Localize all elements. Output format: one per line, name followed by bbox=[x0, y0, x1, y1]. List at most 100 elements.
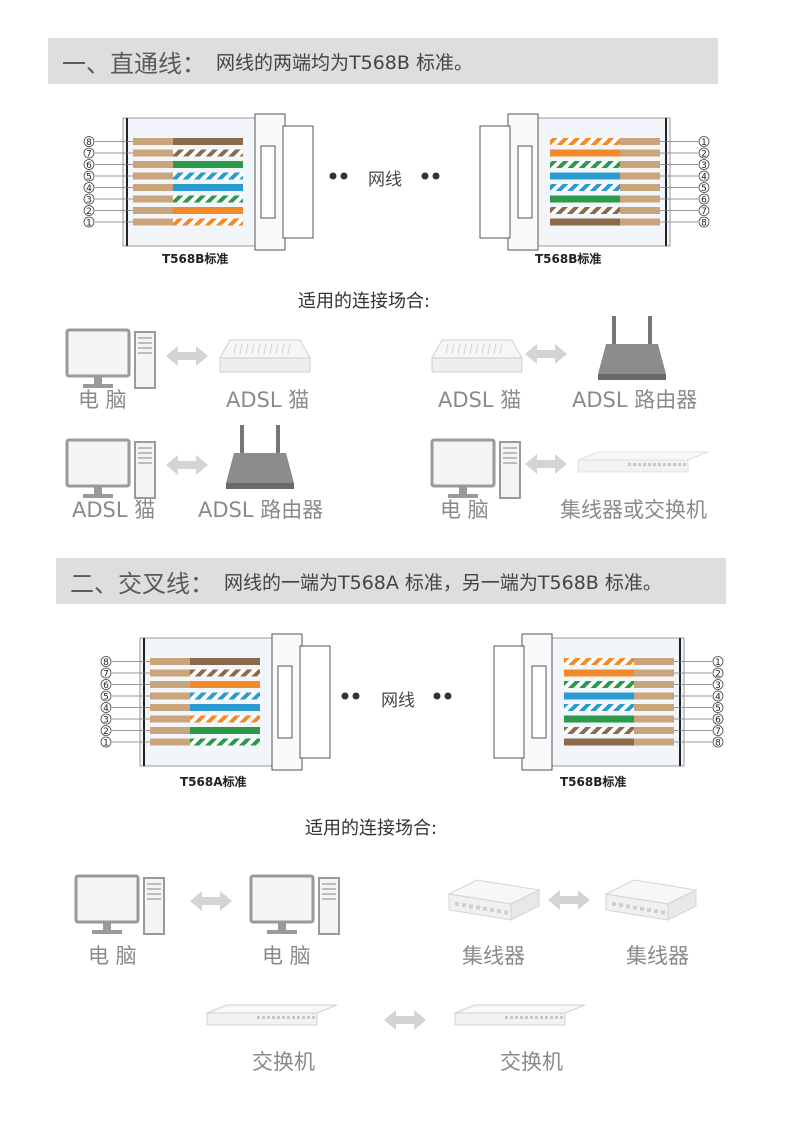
pin-number: 8 bbox=[715, 739, 721, 749]
s2-arrow-icon-3 bbox=[384, 1010, 426, 1030]
switch-port bbox=[545, 1016, 548, 1019]
switch-port bbox=[297, 1016, 300, 1019]
pin-number: 2 bbox=[715, 670, 721, 680]
hub-port bbox=[497, 909, 501, 914]
monitor-base bbox=[83, 494, 113, 498]
contact-pin bbox=[133, 195, 173, 203]
monitor-base bbox=[448, 494, 478, 498]
switch-port bbox=[683, 463, 686, 466]
contact-pin bbox=[133, 149, 173, 157]
contact-pin bbox=[620, 172, 660, 180]
pin-number-circle bbox=[100, 679, 112, 690]
modem-vent bbox=[263, 343, 267, 355]
pin-number: 2 bbox=[86, 207, 92, 217]
s2-pair3-right-label: 交换机 bbox=[500, 1050, 563, 1074]
s1-usage-title: 适用的连接场合: bbox=[298, 291, 431, 312]
contact-pin bbox=[620, 218, 660, 226]
switch-port bbox=[540, 1016, 543, 1019]
switch-port bbox=[520, 1016, 523, 1019]
pin-number: 1 bbox=[103, 739, 109, 749]
switch-top bbox=[454, 1004, 586, 1014]
contact-pin bbox=[634, 727, 674, 734]
switch-port bbox=[678, 463, 681, 466]
plug-window bbox=[260, 145, 276, 219]
switch-port bbox=[658, 463, 661, 466]
contact-pin bbox=[150, 704, 190, 711]
switch-port bbox=[267, 1016, 270, 1019]
pin-number-circle bbox=[100, 656, 112, 667]
dot bbox=[433, 692, 441, 700]
pin-number: 6 bbox=[86, 161, 92, 171]
pin-number-circle bbox=[698, 205, 710, 216]
contact-pin bbox=[150, 669, 190, 677]
s1-arrow-icon-3 bbox=[166, 455, 208, 475]
pin-number-circle bbox=[83, 159, 95, 170]
s2-hub-icon-2 bbox=[604, 879, 698, 921]
plug-housing bbox=[139, 637, 276, 767]
modem-front bbox=[431, 357, 523, 373]
s2-dots-right bbox=[433, 692, 452, 700]
wire bbox=[173, 184, 243, 191]
pin-number-circle bbox=[83, 182, 95, 193]
s1-adsl-modem-icon-2 bbox=[431, 339, 523, 373]
s2-pair1-left-label: 电 脑 bbox=[88, 944, 137, 968]
pin-number-circle bbox=[698, 182, 710, 193]
router-body bbox=[598, 344, 666, 374]
pin-number: 1 bbox=[715, 658, 721, 668]
modem-vent bbox=[245, 343, 249, 355]
s2-right-standard: T568B标准 bbox=[560, 775, 627, 789]
modem-vent bbox=[481, 343, 485, 355]
plug-housing bbox=[122, 117, 259, 247]
modem-vent bbox=[251, 343, 255, 355]
contact-pin bbox=[634, 715, 674, 723]
contact-pin bbox=[150, 692, 190, 700]
switch-port bbox=[505, 1016, 508, 1019]
s1-pair3-right-label: ADSL 路由器 bbox=[198, 498, 324, 522]
pin-number: 3 bbox=[86, 196, 92, 206]
pin-number-circle bbox=[100, 725, 112, 736]
s1-pair1-left-label: 电 脑 bbox=[78, 388, 127, 412]
switch-port bbox=[515, 1016, 518, 1019]
dot bbox=[329, 172, 337, 180]
s1-pair2-right-label: ADSL 路由器 bbox=[572, 388, 698, 412]
s2-arrow-icon-2 bbox=[548, 890, 590, 910]
hub-port bbox=[490, 908, 494, 912]
hub-port bbox=[476, 905, 480, 910]
pin-number: 5 bbox=[86, 173, 92, 183]
s1-arrow-icon-4 bbox=[525, 454, 567, 474]
wire bbox=[564, 669, 634, 677]
hub-port bbox=[462, 903, 466, 908]
wire bbox=[173, 195, 243, 203]
modem-vent bbox=[269, 343, 273, 355]
wire bbox=[550, 149, 620, 157]
wire bbox=[173, 161, 243, 168]
wire bbox=[173, 207, 243, 214]
contact-pin bbox=[150, 681, 190, 688]
hub-side bbox=[510, 889, 540, 921]
contact-pin bbox=[133, 184, 173, 191]
double-arrow-icon bbox=[525, 344, 567, 364]
hub-port bbox=[469, 904, 473, 909]
contact-pin bbox=[620, 149, 660, 157]
modem-vent bbox=[281, 343, 285, 355]
wire bbox=[190, 669, 260, 677]
section1-description: 网线的两端均为T568B 标准。 bbox=[216, 51, 473, 74]
modem-vent bbox=[445, 343, 449, 355]
wire bbox=[190, 681, 260, 688]
s1-pair3-left-label: ADSL 猫 bbox=[72, 498, 156, 522]
wire bbox=[190, 658, 260, 665]
wire bbox=[564, 681, 634, 688]
pin-number-circle bbox=[83, 216, 95, 228]
pin-number: 4 bbox=[715, 693, 721, 703]
plug-clip bbox=[493, 645, 525, 759]
switch-port bbox=[312, 1016, 315, 1019]
pin-number: 7 bbox=[701, 207, 707, 217]
wire bbox=[173, 138, 243, 145]
monitor-neck bbox=[103, 922, 111, 930]
wire bbox=[173, 149, 243, 157]
switch-port bbox=[530, 1016, 533, 1019]
s2-computer-icon-1 bbox=[74, 874, 165, 935]
modem-vent bbox=[487, 343, 491, 355]
